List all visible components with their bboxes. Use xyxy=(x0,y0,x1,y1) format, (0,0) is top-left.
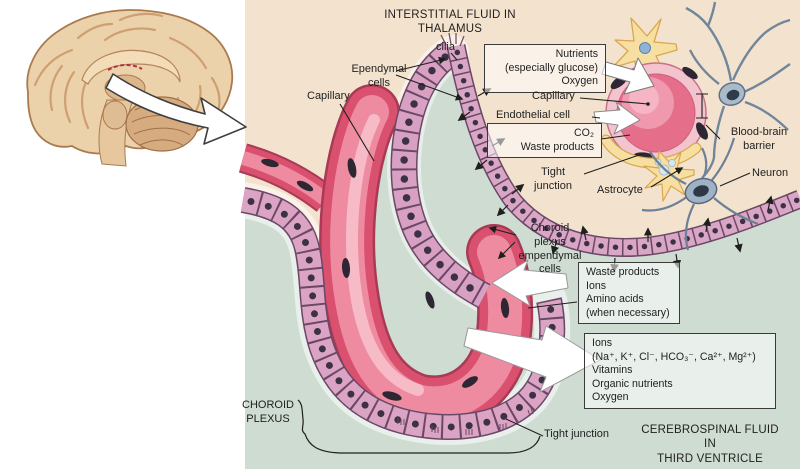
neuron-shape-lower xyxy=(641,137,759,251)
choroid-capillary-branch xyxy=(238,143,336,212)
cilia-strokes xyxy=(440,32,465,47)
ependymal-cell-chain xyxy=(446,43,800,257)
magnify-arrow xyxy=(105,73,247,145)
brain-inset-illustration xyxy=(26,9,247,167)
neuron-shape-upper xyxy=(685,1,791,179)
transport-arrow-into-csf xyxy=(463,325,601,393)
choroid-capillary-loop xyxy=(319,84,534,432)
tight-junction-marks xyxy=(397,407,534,435)
transport-arrow-into-tissue xyxy=(601,57,655,95)
leader-lines xyxy=(339,52,751,437)
choroid-plexus-cell-band-upper xyxy=(390,40,491,308)
transport-arrow-into-capillary xyxy=(491,259,569,307)
choroid-plexus-cell-band-left xyxy=(239,187,566,440)
choroid-plexus-bracket xyxy=(297,399,541,454)
transport-arrow-endothelial xyxy=(593,101,641,135)
